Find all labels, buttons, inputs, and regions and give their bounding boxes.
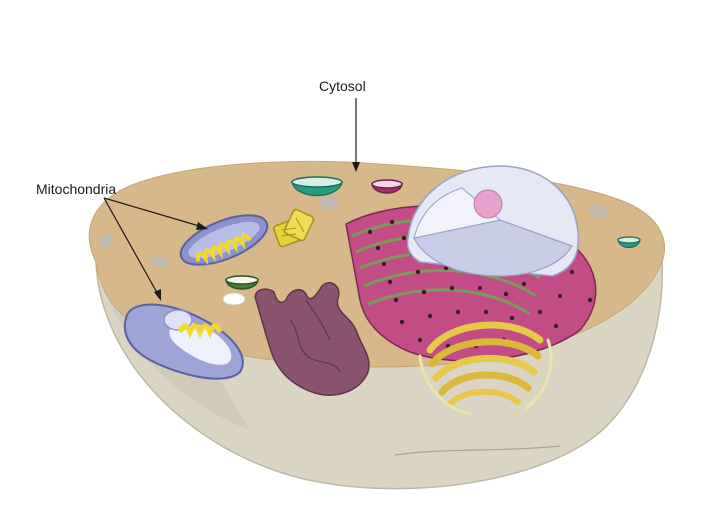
nucleolus [473, 189, 503, 219]
mitochondria-pointer-lower [103, 197, 161, 299]
cytosol-arrowhead [352, 162, 360, 172]
vesicle-white [222, 292, 246, 306]
centrioles [273, 208, 315, 248]
surface-hole [150, 256, 169, 268]
golgi-apparatus [418, 321, 553, 416]
vesicle-green [225, 275, 259, 290]
mitochondria-arrowhead-lower [154, 289, 161, 301]
smooth-er-fold [305, 299, 331, 341]
nucleus [406, 165, 579, 277]
vesicle-teal-small [617, 236, 641, 249]
vesicle-teal-large [291, 176, 343, 197]
cell-body-crease [394, 445, 561, 456]
surface-hole [318, 196, 338, 210]
mitochondrion-upper [179, 214, 269, 266]
smooth-er-fold [289, 319, 341, 373]
cytosol-label: Cytosol [319, 78, 366, 94]
vesicle-purple [371, 179, 403, 194]
smooth-er [254, 282, 370, 396]
surface-hole [98, 232, 114, 248]
surface-hole [589, 204, 608, 219]
mitochondria-label: Mitochondria [36, 181, 117, 197]
mitochondrion-lower [123, 303, 244, 380]
mitochondria-pointer-upper [103, 197, 207, 229]
mitochondria-arrowhead-upper [196, 222, 208, 230]
